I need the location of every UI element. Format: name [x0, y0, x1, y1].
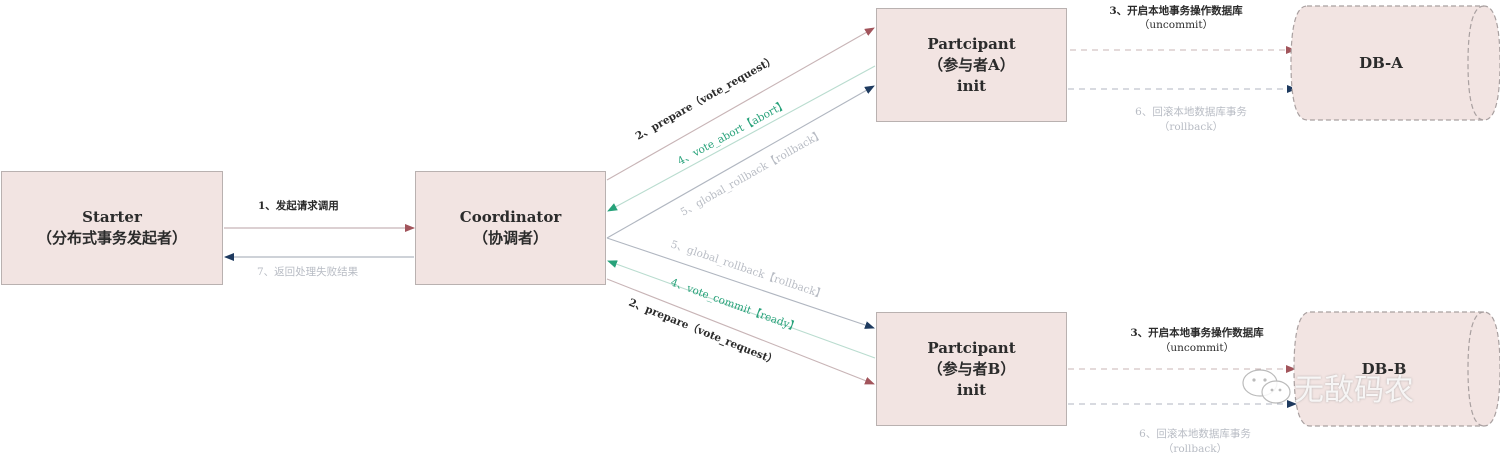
coordinator-subtitle: （协调者）: [472, 229, 548, 247]
starter-subtitle: （分布式事务发起者）: [36, 229, 187, 247]
label-rollback-db-b-2: （rollback）: [1163, 443, 1227, 455]
label-local-tx-a-1: 3、开启本地事务操作数据库: [1109, 4, 1243, 17]
participant-b-state: init: [956, 380, 987, 399]
participant-a-title: Partcipant: [927, 34, 1016, 53]
participant-a-subtitle: （参与者A）: [928, 55, 1015, 74]
participant-b-title: Partcipant: [927, 338, 1016, 357]
participant-a-node: Partcipant （参与者A） init: [876, 8, 1067, 122]
db-b-cylinder: DB-B: [1293, 311, 1500, 427]
db-a-label: DB-A: [1359, 54, 1403, 72]
coordinator-node: Coordinator （协调者）: [415, 171, 606, 285]
label-start-call: 1、发起请求调用: [258, 199, 339, 212]
arrow-prepare-a: [606, 27, 875, 181]
db-a-cylinder: DB-A: [1290, 5, 1500, 121]
db-b-label: DB-B: [1362, 360, 1407, 378]
arrow-prepare-b: [606, 278, 875, 385]
arrow-rollback-b: [606, 237, 875, 329]
starter-title: Starter: [82, 208, 142, 226]
label-local-tx-a-2: （uncommit）: [1139, 19, 1213, 31]
participant-b-node: Partcipant （参与者B） init: [876, 312, 1067, 426]
arrow-rollback-a: [606, 85, 875, 239]
coordinator-title: Coordinator: [459, 208, 562, 226]
label-rollback-db-b-1: 6、回滚本地数据库事务: [1139, 427, 1251, 440]
arrow-vote-abort-a: [607, 65, 876, 212]
arrow-vote-commit-b: [607, 260, 876, 359]
label-rollback-db-a-2: （rollback）: [1159, 121, 1223, 133]
label-rollback-db-a-1: 6、回滚本地数据库事务: [1135, 105, 1247, 118]
label-local-tx-b-2: （uncommit）: [1160, 342, 1234, 354]
participant-a-state: init: [956, 76, 987, 95]
starter-node: Starter （分布式事务发起者）: [1, 171, 223, 285]
label-return-result: 7、返回处理失败结果: [257, 265, 359, 278]
label-rollback-a: 5、global_rollback【rollback】: [679, 128, 827, 219]
participant-b-subtitle: （参与者B）: [927, 359, 1016, 378]
label-local-tx-b-1: 3、开启本地事务操作数据库: [1130, 326, 1264, 339]
